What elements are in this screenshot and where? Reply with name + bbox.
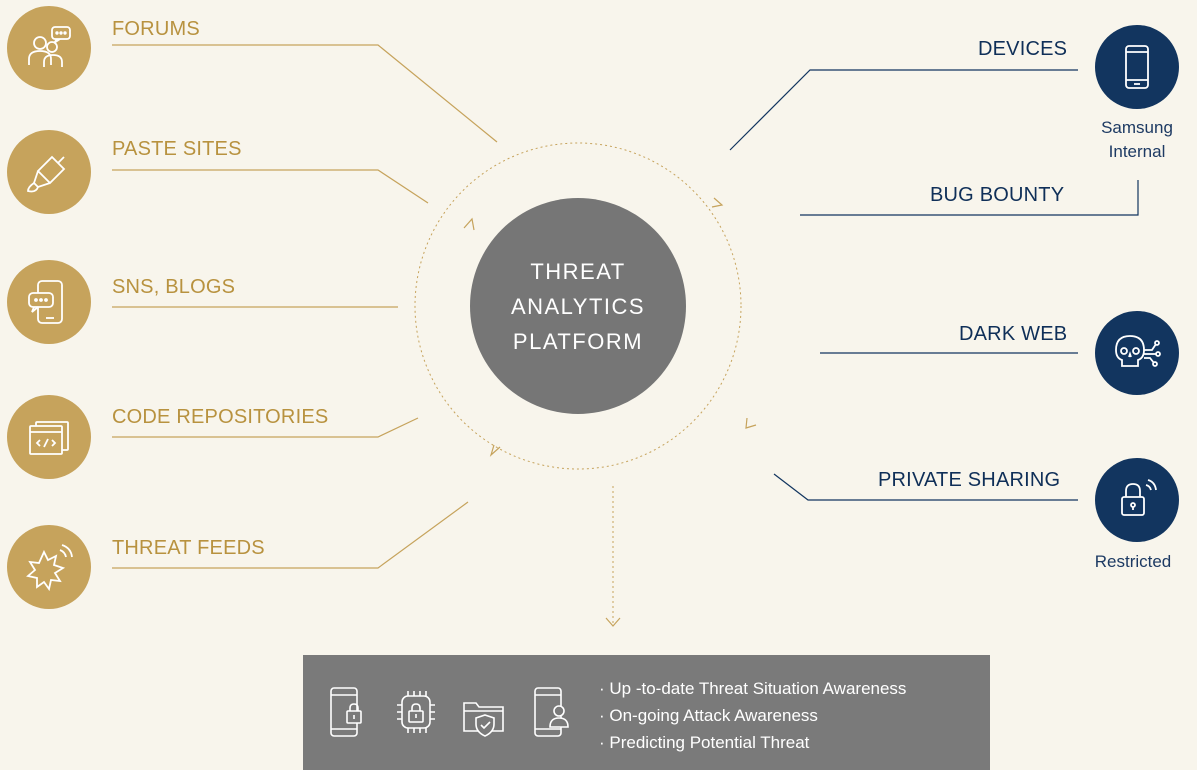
highlighter-icon [7, 130, 91, 214]
output-panel: · Up -to-date Threat Situation Awareness… [303, 655, 990, 770]
bug-bounty-connector [800, 180, 1139, 216]
code-window-icon [7, 395, 91, 479]
threat-feeds-connector [112, 501, 469, 569]
devices-connector [729, 69, 1078, 151]
code-repositories-connector [112, 417, 419, 438]
ring-arrow-1 [711, 197, 724, 208]
threat-analytics-platform: THREAT ANALYTICS PLATFORM [470, 198, 686, 414]
chip-lock-icon [393, 685, 439, 743]
folder-shield-icon [461, 685, 507, 743]
group-label-samsung: Samsung [1101, 118, 1173, 137]
source-label-sns-blogs: SNS, BLOGS [112, 276, 236, 298]
source-label-paste-sites: PASTE SITES [112, 138, 242, 160]
processing-ring [414, 142, 742, 470]
skull-network-icon [1095, 311, 1179, 395]
forums-connector [112, 44, 498, 143]
ring-arrow-4 [463, 217, 475, 231]
source-label-dark-web: DARK WEB [959, 323, 1068, 345]
paste-sites-connector [112, 169, 429, 204]
smartphone-icon [1095, 25, 1179, 109]
output-flow-arrow [605, 617, 621, 627]
output-bullet-3: · Predicting Potential Threat [599, 733, 810, 752]
center-title-line-3: PLATFORM [512, 328, 644, 354]
center-title-line-2: ANALYTICS [510, 293, 646, 319]
phone-lock-icon [325, 685, 371, 743]
phone-user-icon [529, 685, 575, 743]
output-bullet-list: · Up -to-date Threat Situation Awareness… [599, 675, 906, 756]
output-bullet-2: · On-going Attack Awareness [599, 706, 818, 725]
private-sharing-connector [773, 473, 1078, 501]
source-label-private-sharing: PRIVATE SHARING [878, 469, 1061, 491]
source-label-code-repositories: CODE REPOSITORIES [112, 406, 329, 428]
burst-signal-icon [7, 525, 91, 609]
source-label-devices: DEVICES [978, 38, 1068, 60]
chat-phone-icon [7, 260, 91, 344]
center-title-line-1: THREAT [530, 258, 626, 284]
source-label-bug-bounty: BUG BOUNTY [930, 184, 1065, 206]
output-bullet-1: · Up -to-date Threat Situation Awareness [599, 679, 907, 698]
source-label-threat-feeds: THREAT FEEDS [112, 537, 265, 559]
group-label-samsung-internal: Samsung Internal [1087, 116, 1187, 164]
group-label-restricted: Restricted [1094, 552, 1172, 571]
source-label-forums: FORUMS [112, 18, 200, 40]
forum-users-icon [7, 6, 91, 90]
ring-arrow-3 [489, 444, 501, 457]
lock-signal-icon [1095, 458, 1179, 542]
group-label-internal: Internal [1108, 142, 1166, 161]
ring-arrow-2 [745, 417, 757, 429]
